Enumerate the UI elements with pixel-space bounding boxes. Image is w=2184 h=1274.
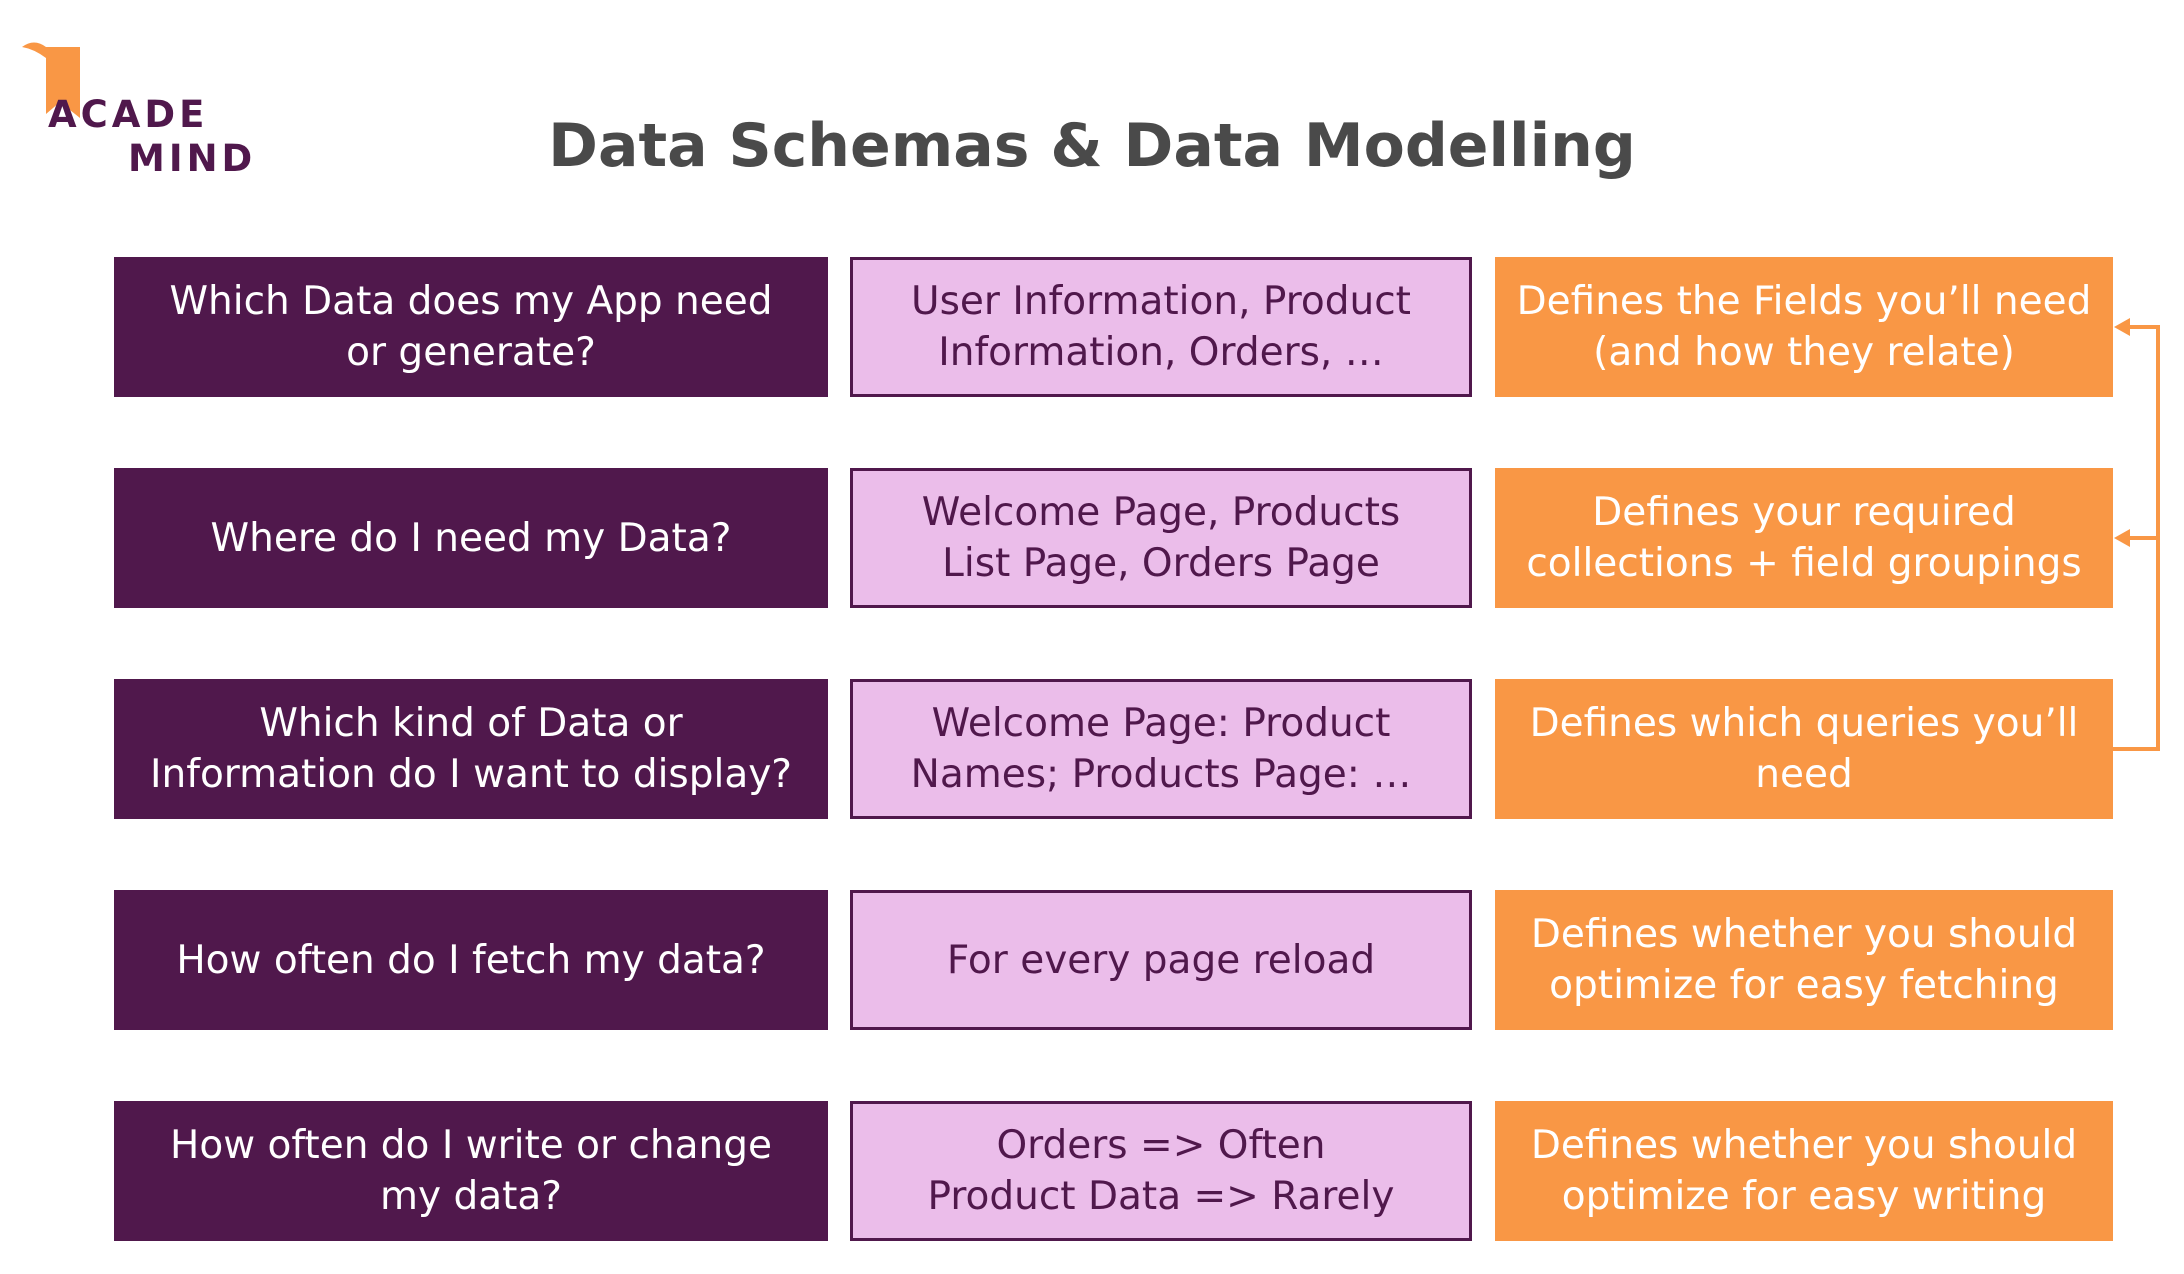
example-box: User Information, Product Information, O…: [850, 257, 1472, 397]
logo-text-line1: ACADE: [48, 93, 209, 136]
example-text: Welcome Page, Products List Page, Orders…: [921, 490, 1401, 586]
arrowhead-icon: [2114, 529, 2130, 547]
example-text: Orders => Often Product Data => Rarely: [927, 1123, 1395, 1219]
definition-box: Defines the Fields you’ll need (and how …: [1495, 257, 2113, 397]
example-box: Orders => Often Product Data => Rarely: [850, 1101, 1472, 1241]
question-box: How often do I write or change my data?: [114, 1101, 828, 1241]
definition-box: Defines your required collections + fiel…: [1495, 468, 2113, 608]
question-text: Where do I need my Data?: [210, 515, 732, 561]
definition-box: Defines whether you should optimize for …: [1495, 890, 2113, 1030]
definition-text: Defines whether you should optimize for …: [1530, 912, 2078, 1008]
question-box: Where do I need my Data?: [114, 468, 828, 608]
example-box: For every page reload: [850, 890, 1472, 1030]
definition-box: Defines which queries you’ll need: [1495, 679, 2113, 819]
arrowhead-icon: [2114, 318, 2130, 336]
example-box: Welcome Page, Products List Page, Orders…: [850, 468, 1472, 608]
definition-text: Defines your required collections + fiel…: [1526, 490, 2082, 586]
logo-bookmark-icon: [22, 42, 80, 118]
question-box: Which kind of Data or Information do I w…: [114, 679, 828, 819]
example-text: Welcome Page: Product Names; Products Pa…: [910, 701, 1412, 797]
example-text: For every page reload: [946, 937, 1376, 983]
academind-logo: ACADE MIND: [20, 40, 260, 180]
definition-text: Defines which queries you’ll need: [1529, 701, 2079, 797]
definition-box: Defines whether you should optimize for …: [1495, 1101, 2113, 1241]
question-text: How often do I write or change my data?: [170, 1123, 772, 1219]
question-box: How often do I fetch my data?: [114, 890, 828, 1030]
definition-text: Defines whether you should optimize for …: [1530, 1123, 2078, 1219]
example-box: Welcome Page: Product Names; Products Pa…: [850, 679, 1472, 819]
page-title: Data Schemas & Data Modelling: [548, 111, 1636, 181]
definition-text: Defines the Fields you’ll need (and how …: [1516, 279, 2092, 375]
example-text: User Information, Product Information, O…: [911, 279, 1411, 375]
question-text: Which kind of Data or Information do I w…: [150, 701, 792, 797]
question-text: How often do I fetch my data?: [176, 937, 766, 983]
logo-text-line2: MIND: [128, 137, 257, 180]
question-text: Which Data does my App need or generate?: [169, 279, 773, 375]
question-box: Which Data does my App need or generate?: [114, 257, 828, 397]
